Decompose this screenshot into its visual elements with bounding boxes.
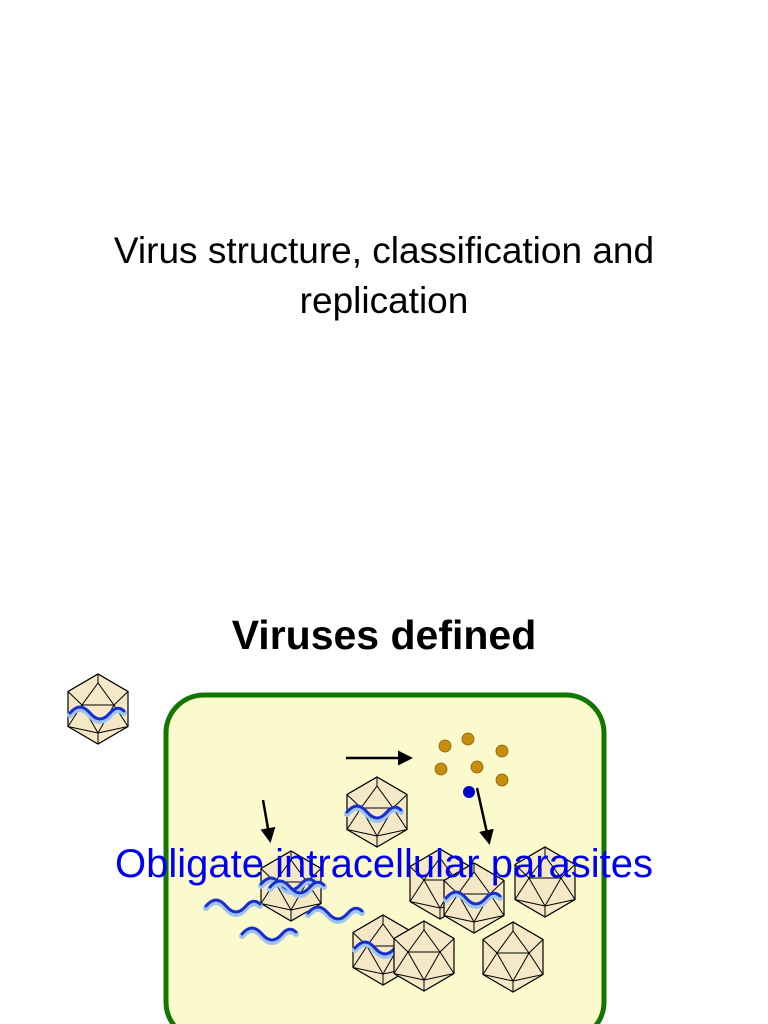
slide-1: Virus structure, classification and repl… xyxy=(113,230,655,321)
arrow-down-right xyxy=(475,787,494,845)
blue-dot xyxy=(463,786,475,798)
slide-title: Viruses defined xyxy=(231,612,537,658)
slide-title: Virus structure, classification and repl… xyxy=(113,230,655,321)
slide-2: Viruses defined xyxy=(0,576,768,1024)
free-virion xyxy=(68,673,129,745)
overlay-caption: Obligate intracellular parasites xyxy=(114,842,654,886)
viral-proteins xyxy=(434,732,509,787)
arrow-down-left xyxy=(260,799,276,843)
virus-replication-diagram xyxy=(0,673,607,1024)
